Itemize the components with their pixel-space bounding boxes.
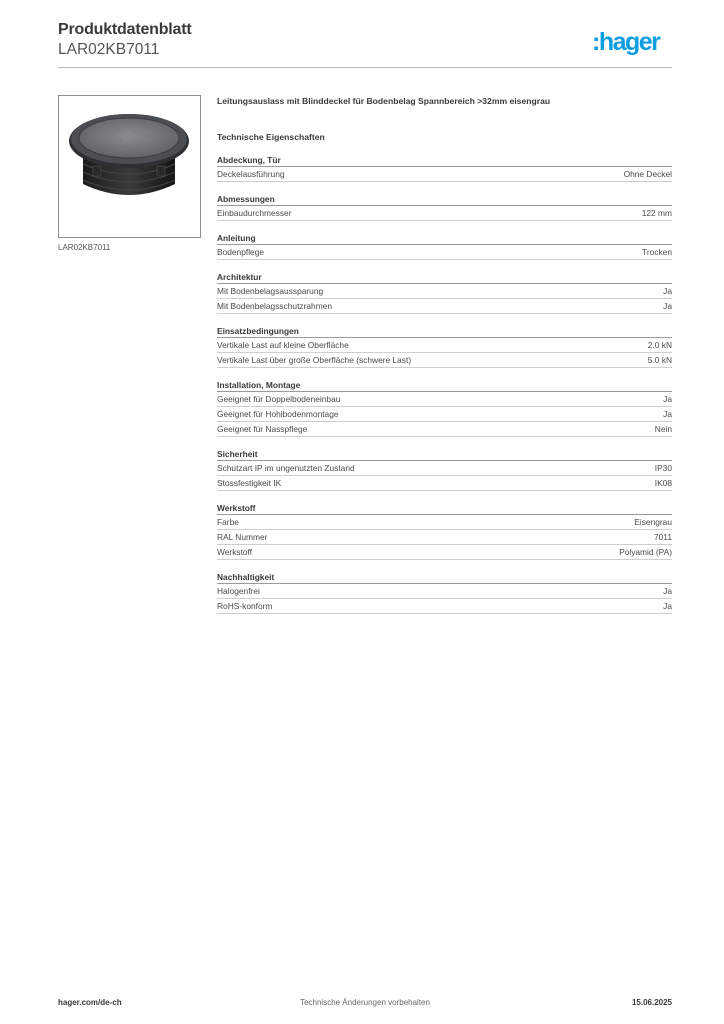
spec-value: Nein	[654, 424, 672, 434]
spec-row: Geeignet für Nasspflege Nein	[217, 422, 672, 437]
spec-group-title: Einsatzbedingungen	[217, 325, 672, 338]
spec-value: Ja	[663, 586, 672, 596]
spec-row: Vertikale Last über große Oberfläche (sc…	[217, 353, 672, 368]
spec-value: Ohne Deckel	[623, 169, 672, 179]
spec-value: 5.0 kN	[647, 355, 672, 365]
spec-label: Bodenpflege	[217, 247, 265, 257]
spec-label: Stossfestigkeit IK	[217, 478, 282, 488]
section-heading: Technische Eigenschaften	[217, 132, 325, 142]
floor-outlet-product-photo-icon	[69, 114, 189, 195]
spec-row: Deckelausführung Ohne Deckel	[217, 167, 672, 182]
spec-label: Mit Bodenbelagsaussparung	[217, 286, 324, 296]
spec-value: IK08	[654, 478, 672, 488]
image-caption: LAR02KB7011	[58, 243, 111, 252]
spec-label: Deckelausführung	[217, 169, 285, 179]
spec-value: 2.0 kN	[647, 340, 672, 350]
spec-group-title: Architektur	[217, 271, 672, 284]
spec-label: Mit Bodenbelagsschutzrahmen	[217, 301, 332, 311]
spec-row: Geeignet für Hohlbodenmontage Ja	[217, 407, 672, 422]
document-header: Produktdatenblatt LAR02KB7011	[58, 20, 192, 59]
spec-row: Mit Bodenbelagsaussparung Ja	[217, 284, 672, 299]
spec-label: Vertikale Last über große Oberfläche (sc…	[217, 355, 412, 365]
spec-group-title: Anleitung	[217, 232, 672, 245]
spec-label: Werkstoff	[217, 547, 253, 557]
footer-notice: Technische Änderungen vorbehalten	[300, 998, 430, 1007]
spec-row: Stossfestigkeit IK IK08	[217, 476, 672, 491]
spec-label: RAL Nummer	[217, 532, 268, 542]
footer-website-link[interactable]: hager.com/de-ch	[58, 998, 122, 1007]
spec-group-title: Abmessungen	[217, 193, 672, 206]
spec-label: Schutzart IP im ungenutzten Zustand	[217, 463, 355, 473]
spec-label: RoHS-konform	[217, 601, 273, 611]
spec-row: Mit Bodenbelagsschutzrahmen Ja	[217, 299, 672, 314]
spec-value: Trocken	[642, 247, 672, 257]
spec-row: Geeignet für Doppelbodeneinbau Ja	[217, 392, 672, 407]
spec-value: Ja	[663, 601, 672, 611]
spec-label: Geeignet für Doppelbodeneinbau	[217, 394, 341, 404]
product-image	[58, 95, 201, 238]
product-description: Leitungsauslass mit Blinddeckel für Bode…	[217, 96, 551, 106]
spec-row: Vertikale Last auf kleine Oberfläche 2.0 …	[217, 338, 672, 353]
hager-logo: :hager	[592, 26, 674, 58]
spec-value: Ja	[663, 394, 672, 404]
spec-value: Polyamid (PA)	[619, 547, 672, 557]
spec-row: Halogenfrei Ja	[217, 584, 672, 599]
product-code: LAR02KB7011	[58, 41, 160, 58]
product-specifications: Leitungsauslass mit Blinddeckel für Bode…	[217, 95, 672, 614]
spec-row: RAL Nummer 7011	[217, 530, 672, 545]
spec-group-title: Werkstoff	[217, 502, 672, 515]
document-title: Produktdatenblatt	[58, 21, 192, 38]
spec-value: Ja	[663, 301, 672, 311]
spec-row: Werkstoff Polyamid (PA)	[217, 545, 672, 560]
spec-label: Halogenfrei	[217, 586, 260, 596]
logo-text: :hager	[592, 28, 661, 56]
spec-label: Geeignet für Hohlbodenmontage	[217, 409, 339, 419]
spec-row: RoHS-konform Ja	[217, 599, 672, 614]
spec-label: Farbe	[217, 517, 239, 527]
spec-value: IP30	[654, 463, 672, 473]
spec-value: Eisengrau	[634, 517, 672, 527]
spec-row: Schutzart IP im ungenutzten Zustand IP30	[217, 461, 672, 476]
spec-group-title: Abdeckung, Tür	[217, 154, 672, 167]
spec-row: Farbe Eisengrau	[217, 515, 672, 530]
spec-value: Ja	[663, 409, 672, 419]
spec-group-title: Nachhaltigkeit	[217, 571, 672, 584]
spec-row: Einbaudurchmesser 122 mm	[217, 206, 672, 221]
spec-label: Einbaudurchmesser	[217, 208, 292, 218]
footer-date: 15.06.2025	[631, 998, 672, 1007]
spec-group-title: Sicherheit	[217, 448, 672, 461]
spec-value: 122 mm	[641, 208, 672, 218]
spec-value: 7011	[653, 532, 672, 542]
spec-label: Vertikale Last auf kleine Oberfläche	[217, 340, 349, 350]
spec-value: Ja	[663, 286, 672, 296]
spec-label: Geeignet für Nasspflege	[217, 424, 308, 434]
spec-row: Bodenpflege Trocken	[217, 245, 672, 260]
header-divider	[58, 67, 672, 68]
spec-group-title: Installation, Montage	[217, 379, 672, 392]
